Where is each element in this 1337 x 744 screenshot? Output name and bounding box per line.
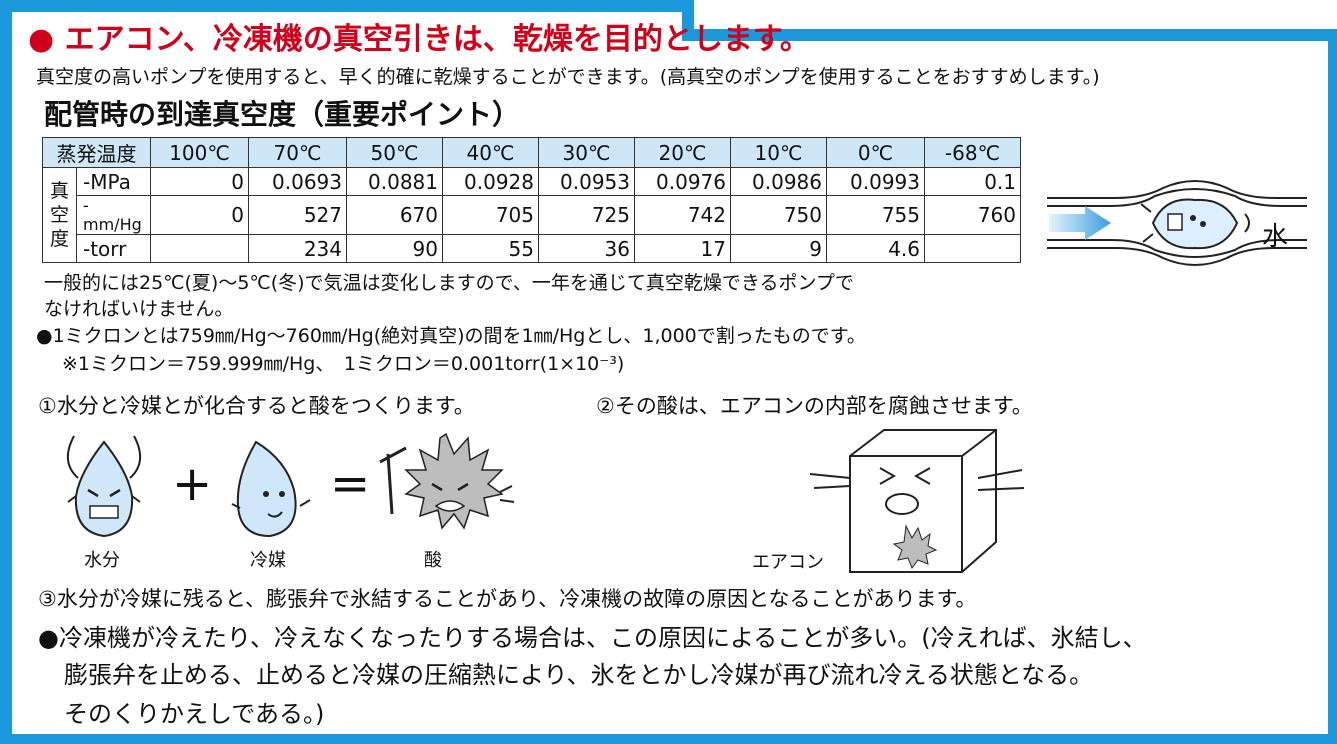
table-cell	[150, 234, 249, 263]
table-group-label: 真空度	[42, 167, 77, 263]
table-cell: 705	[442, 195, 539, 235]
table-cell: 17	[634, 234, 731, 263]
table-cell: 750	[730, 195, 827, 235]
table-cell: 725	[538, 195, 635, 235]
table-unit-cell: -mm/Hg	[76, 195, 151, 235]
table-cell: 90	[346, 234, 443, 263]
bullet-line-3: そのくりかえしである。)	[64, 700, 325, 728]
table-cell: 0	[150, 167, 249, 196]
water-caption: 水分	[84, 550, 120, 571]
table-cell: 234	[248, 234, 347, 263]
table-header-cell: 70℃	[248, 137, 347, 168]
frame-left-border	[0, 0, 12, 744]
plus-sign: +	[172, 456, 213, 512]
step-3-text: ③水分が冷媒に残ると、膨張弁で氷結することがあり、冷凍機の故障の原因となることが…	[38, 587, 977, 611]
bullet-line-2: 膨張弁を止める、止めると冷媒の圧縮熱により、氷をとかし冷媒が再び流れ冷える状態と…	[64, 661, 1094, 689]
frame-right-border	[1328, 29, 1337, 744]
table-cell: 0.0928	[442, 167, 539, 196]
frame-top-border	[0, 0, 693, 12]
table-header-cell: 40℃	[442, 137, 539, 168]
note-temperature: 一般的には25℃(夏)～5℃(冬)で気温は変化しますので、一年を通じて真空乾燥で…	[44, 272, 854, 294]
table-header-cell: -68℃	[924, 137, 1021, 168]
vacuum-table: 蒸発温度 100℃ 70℃ 50℃ 40℃ 30℃ 20℃ 10℃ 0℃ -68…	[42, 137, 1021, 263]
table-cell	[924, 234, 1021, 263]
table-cell: 36	[538, 234, 635, 263]
frame-top-border-right	[682, 29, 1337, 41]
aircon-caption: エアコン	[752, 552, 824, 573]
acid-caption: 酸	[424, 550, 442, 571]
table-cell: 9	[730, 234, 827, 263]
table-header-cell: 30℃	[538, 137, 635, 168]
water-character-icon	[67, 435, 141, 538]
table-header-cell: 50℃	[346, 137, 443, 168]
table-unit-cell: -torr	[76, 234, 151, 263]
table-header-label: 蒸発温度	[42, 137, 151, 168]
note-micron: ●1ミクロンとは759㎜/Hg～760㎜/Hg(絶対真空)の間を1㎜/Hgとし、…	[36, 325, 866, 347]
bullet-line-1: ●冷凍機が冷えたり、冷えなくなったりする場合は、この原因によることが多い。(冷え…	[38, 624, 1147, 652]
table-cell: 4.6	[826, 234, 925, 263]
section-title: 配管時の到達真空度（重要ポイント）	[44, 98, 521, 131]
acid-character-icon	[379, 432, 515, 530]
table-cell: 0.0693	[248, 167, 347, 196]
note-temperature-cont: なければいけません。	[44, 298, 234, 320]
table-unit-cell: -MPa	[76, 167, 151, 196]
refrigerant-character-icon	[231, 440, 311, 538]
table-cell: 755	[826, 195, 925, 235]
step-1-text: ①水分と冷媒とが化合すると酸をつくります。	[38, 394, 475, 418]
table-cell: 0.0953	[538, 167, 635, 196]
table-cell: 760	[924, 195, 1021, 235]
page-title: ● エアコン、冷凍機の真空引きは、乾燥を目的とします。	[28, 22, 810, 57]
table-header-cell: 10℃	[730, 137, 827, 168]
table-cell: 55	[442, 234, 539, 263]
table-cell: 0.0993	[826, 167, 925, 196]
equals-sign: =	[330, 456, 371, 512]
refrigerant-caption: 冷媒	[250, 550, 286, 571]
table-cell: 670	[346, 195, 443, 235]
table-cell: 0.0881	[346, 167, 443, 196]
note-micron-detail: ※1ミクロン＝759.999㎜/Hg、 1ミクロン＝0.001torr(1×10…	[62, 353, 625, 375]
pipe-diagram	[1047, 180, 1307, 266]
table-header-row: 蒸発温度 100℃ 70℃ 50℃ 40℃ 30℃ 20℃ 10℃ 0℃ -68…	[42, 137, 1021, 168]
table-header-cell: 100℃	[150, 137, 249, 168]
frame-bottom-border	[0, 734, 1337, 744]
table-cell: 742	[634, 195, 731, 235]
step-2-text: ②その酸は、エアコンの内部を腐蝕させます。	[596, 394, 1033, 418]
table-cell: 527	[248, 195, 347, 235]
table-cell: 0.0986	[730, 167, 827, 196]
table-cell: 0.0976	[634, 167, 731, 196]
table-header-cell: 20℃	[634, 137, 731, 168]
table-cell: 0	[150, 195, 249, 235]
table-header-cell: 0℃	[826, 137, 925, 168]
water-label: 水	[1262, 222, 1289, 252]
aircon-unit-icon	[810, 429, 1025, 573]
intro-text: 真空度の高いポンプを使用すると、早く的確に乾燥することができます。(高真空のポン…	[36, 66, 1100, 88]
table-cell: 0.1	[924, 167, 1021, 196]
